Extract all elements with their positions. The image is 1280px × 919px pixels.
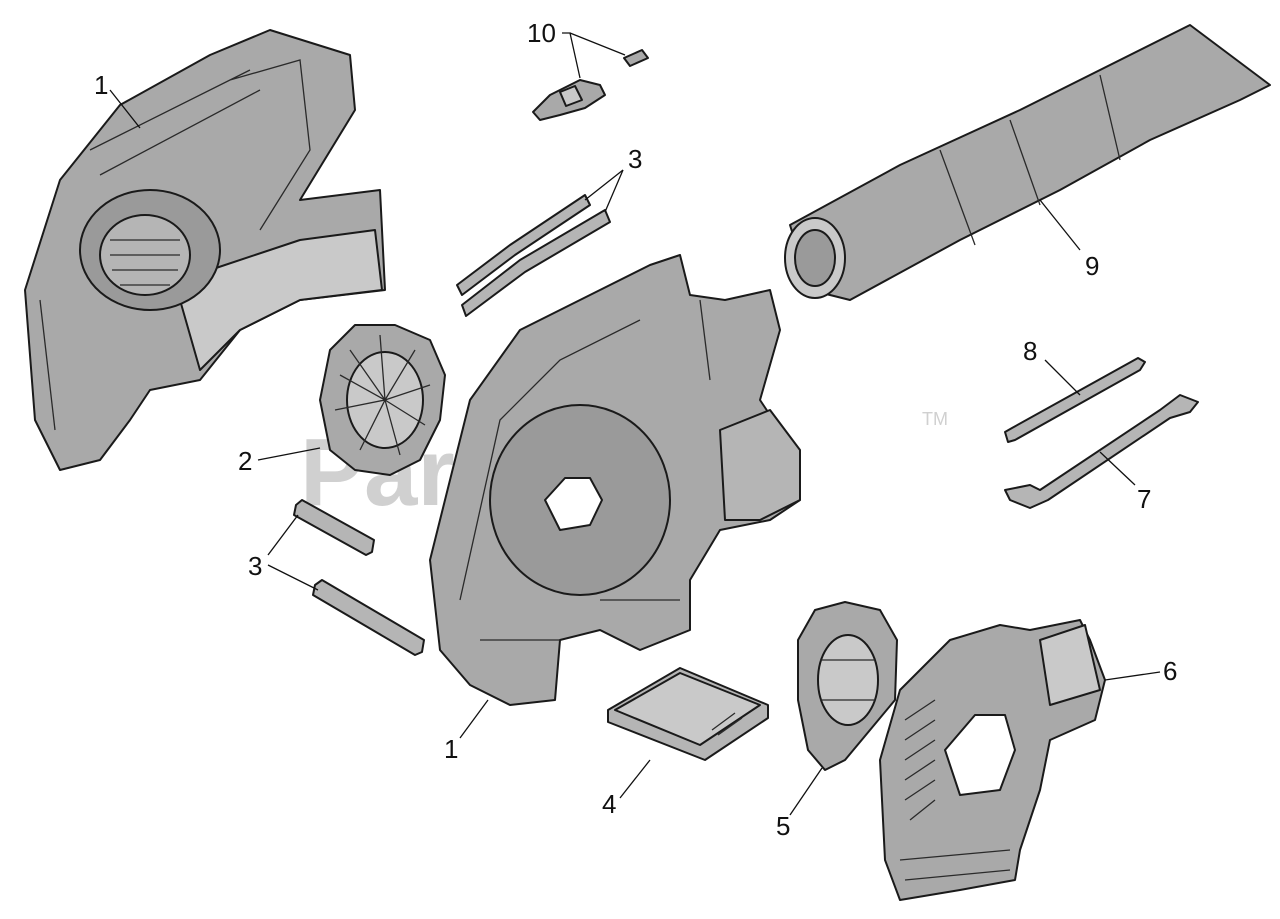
leader-9 (1039, 199, 1081, 251)
callout-10: 10 (527, 18, 556, 48)
leader-lines (109, 32, 1161, 816)
part-motor-bracket (797, 601, 898, 771)
leader-3a (584, 169, 624, 201)
callout-labels: 1 10 3 9 8 7 2 3 1 4 5 6 (94, 18, 1177, 841)
leader-10a (562, 32, 581, 79)
part-strips-upper (456, 194, 611, 317)
callout-3-bottom: 3 (248, 551, 262, 581)
part-housing-left (24, 29, 386, 471)
leader-1b (459, 699, 489, 739)
part-strips-lower (293, 499, 425, 656)
callout-1-bottom: 1 (444, 734, 458, 764)
part-filter-pad (607, 667, 769, 761)
callout-5: 5 (776, 811, 790, 841)
leader-2 (257, 447, 321, 461)
leader-6 (1104, 671, 1161, 681)
leader-8 (1044, 359, 1081, 396)
part-fan (319, 324, 446, 476)
part-housing-main (429, 254, 801, 706)
leader-5 (789, 767, 823, 816)
callout-1-top: 1 (94, 70, 108, 100)
leader-10b (569, 32, 626, 56)
watermark-tm: TM (922, 409, 948, 429)
callout-3-top: 3 (628, 144, 642, 174)
leader-7 (1099, 451, 1136, 486)
callout-7: 7 (1137, 484, 1151, 514)
part-cable-long (1004, 394, 1199, 509)
callout-4: 4 (602, 789, 616, 819)
leader-3c (267, 514, 299, 556)
part-cable-short (1004, 357, 1146, 443)
callout-6: 6 (1163, 656, 1177, 686)
part-rear-housing (879, 619, 1106, 901)
part-connector (532, 49, 649, 121)
callout-9: 9 (1085, 251, 1099, 281)
callout-8: 8 (1023, 336, 1037, 366)
leader-3d (267, 564, 319, 591)
part-blower-tube (784, 24, 1271, 301)
leader-1a (109, 89, 141, 129)
leader-4 (619, 759, 651, 799)
leader-3b (604, 169, 624, 213)
callout-2: 2 (238, 446, 252, 476)
